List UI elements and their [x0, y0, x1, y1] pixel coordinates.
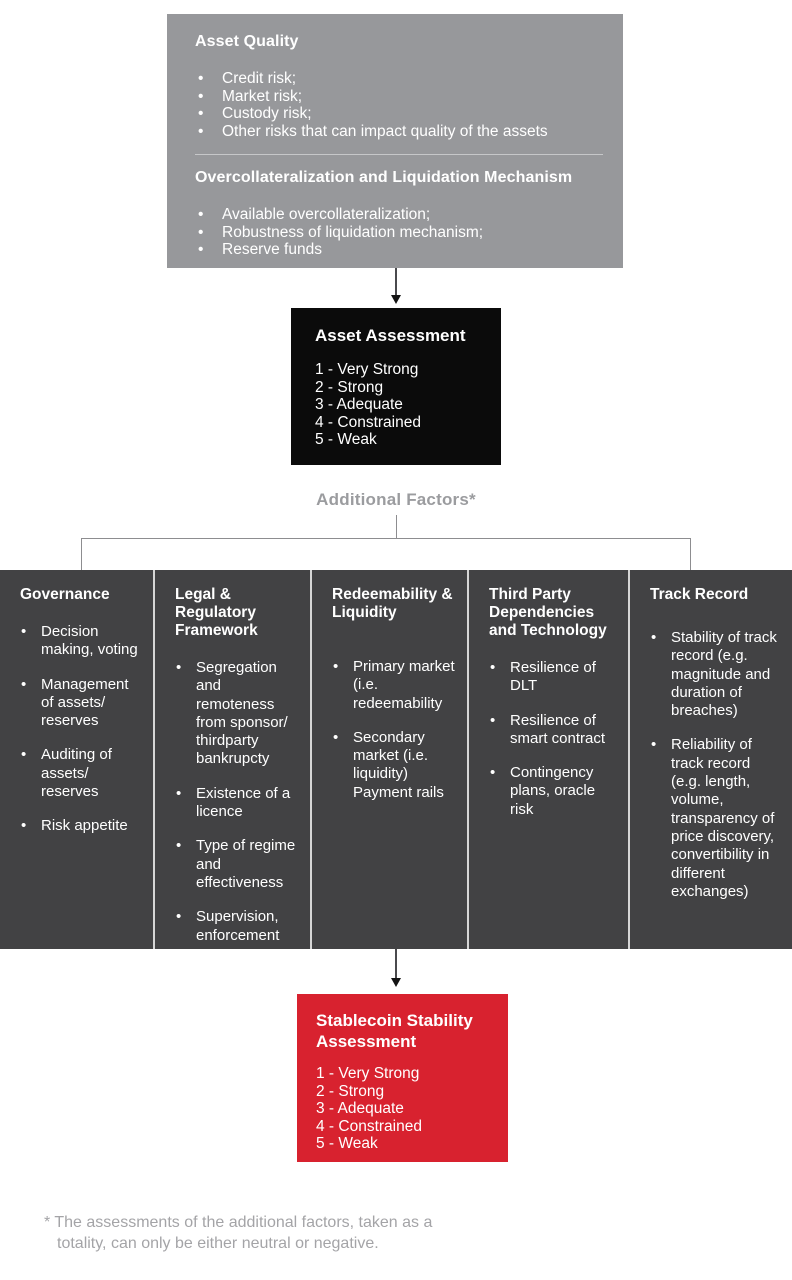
scale-item: 4 - Constrained	[315, 413, 421, 431]
column-legal-regulatory-list: Segregation and remoteness from sponsor/…	[175, 659, 302, 945]
overcollateralization-title: Overcollateralization and Liquidation Me…	[195, 169, 573, 186]
overcollateralization-list: Available overcollateralization;Robustne…	[195, 206, 603, 259]
column-track-record: Track Record Stability of track record (…	[630, 570, 792, 949]
third-party-item: Contingency plans, oracle risk	[489, 764, 620, 819]
column-third-party-technology: Third Party Dependencies and Technology …	[469, 570, 628, 949]
overcollateralization-item: Available overcollateralization;	[195, 206, 603, 224]
governance-item: Decision making, voting	[20, 623, 145, 660]
scale-item: 1 - Very Strong	[315, 361, 419, 378]
column-governance: Governance Decision making, votingManage…	[0, 570, 153, 949]
stablecoin-stability-title: Stablecoin Stability Assessment	[316, 1011, 473, 1051]
connector-drop-right	[690, 538, 691, 570]
overcollateralization-item: Reserve funds	[195, 241, 603, 259]
column-legal-regulatory: Legal & Regulatory Framework Segregation…	[155, 570, 310, 949]
additional-factors-band: Governance Decision making, votingManage…	[0, 570, 792, 949]
column-governance-title: Governance	[20, 586, 110, 603]
redeemability-item: Secondary market (i.e. liquidity) Paymen…	[332, 729, 459, 802]
arrow-line-bottom	[395, 949, 397, 979]
arrow-line-top	[395, 268, 397, 296]
stablecoin-stability-box: Stablecoin Stability Assessment 1 - Very…	[297, 994, 508, 1162]
scale-item: 2 - Strong	[316, 1082, 385, 1100]
arrow-down-icon	[391, 295, 401, 304]
footnote: * The assessments of the additional fact…	[44, 1214, 433, 1252]
column-redeemability-liquidity-list: Primary market (i.e. redeemabilitySecond…	[332, 658, 459, 802]
column-redeemability-liquidity-title: Redeemability & Liquidity	[332, 586, 453, 621]
legal-regulatory-item: Segregation and remoteness from sponsor/…	[175, 659, 302, 769]
governance-item: Risk appetite	[20, 817, 145, 836]
section-divider	[195, 154, 603, 155]
scale-item: 5 - Weak	[316, 1135, 378, 1152]
arrow-down-icon	[391, 978, 401, 987]
track-record-item: Stability of track record (e.g. magnitud…	[650, 629, 784, 720]
additional-factors-label: Additional Factors*	[316, 490, 476, 509]
asset-quality-title: Asset Quality	[195, 33, 299, 50]
connector-stem	[395, 515, 397, 538]
asset-quality-list: Credit risk;Market risk;Custody risk;Oth…	[195, 70, 603, 140]
column-redeemability-liquidity: Redeemability & Liquidity Primary market…	[312, 570, 467, 949]
legal-regulatory-item: Type of regime and effectiveness	[175, 837, 302, 892]
asset-quality-item: Credit risk;	[195, 70, 603, 88]
scale-item: 2 - Strong	[315, 378, 384, 396]
asset-quality-item: Other risks that can impact quality of t…	[195, 123, 603, 141]
column-governance-list: Decision making, votingManagement of ass…	[20, 623, 145, 836]
column-legal-regulatory-title: Legal & Regulatory Framework	[175, 586, 258, 639]
governance-item: Auditing of assets/ reserves	[20, 746, 145, 801]
column-third-party-technology-list: Resilience of DLT Resilience of smart con…	[489, 659, 620, 819]
asset-quality-item: Market risk;	[195, 88, 603, 106]
redeemability-item: Primary market (i.e. redeemability	[332, 658, 459, 713]
column-track-record-list: Stability of track record (e.g. magnitud…	[650, 629, 784, 901]
connector-drop-left	[81, 538, 82, 570]
column-third-party-technology-title: Third Party Dependencies and Technology	[489, 586, 607, 639]
overcollateralization-item: Robustness of liquidation mechanism;	[195, 224, 603, 242]
scale-item: 1 - Very Strong	[316, 1065, 420, 1082]
governance-item: Management of assets/ reserves	[20, 676, 145, 731]
asset-quality-item: Custody risk;	[195, 105, 603, 123]
connector-horizontal	[81, 538, 691, 539]
asset-assessment-title: Asset Assessment	[315, 326, 466, 345]
asset-quality-box: Asset Quality Credit risk;Market risk;Cu…	[167, 14, 623, 268]
track-record-item: Reliability of track record (e.g. length…	[650, 736, 784, 901]
scale-item: 5 - Weak	[315, 431, 377, 448]
scale-item: 3 - Adequate	[316, 1100, 404, 1117]
third-party-item: Resilience of DLT	[489, 659, 620, 696]
third-party-item: Resilience of smart contract	[489, 712, 620, 749]
scale-item: 4 - Constrained	[316, 1117, 422, 1135]
legal-regulatory-item: Supervision, enforcement	[175, 908, 302, 945]
legal-regulatory-item: Existence of a licence	[175, 785, 302, 822]
scale-item: 3 - Adequate	[315, 396, 403, 413]
column-track-record-title: Track Record	[650, 586, 749, 603]
